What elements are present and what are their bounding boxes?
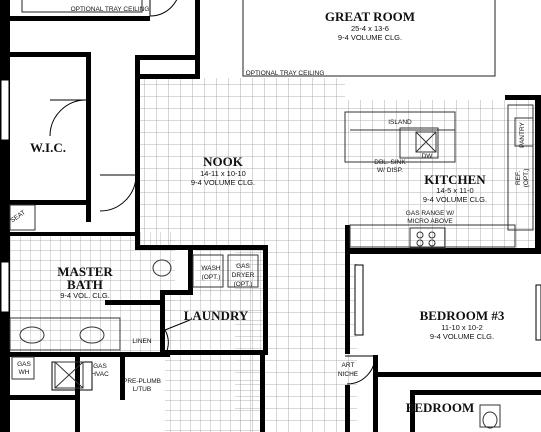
bedroom3-name: BEDROOM #3 [420,308,505,323]
laundry-name: LAUNDRY [184,308,249,323]
bedroom3-ceiling: 9-4 VOLUME CLG. [430,332,494,341]
windows [0,79,541,341]
kitchen-fixtures [344,104,534,249]
range-label-2: MICRO ABOVE [407,218,453,225]
tray-label-left: OPTIONAL TRAY CEILING [71,6,150,13]
island-label: ISLAND [388,119,412,126]
mech-boxes [54,131,437,389]
sink-label-1: DBL. SINK [374,159,406,166]
great-room-ceiling: 9-4 VOLUME CLG. [338,33,402,42]
gas-hvac-label-2: HVAC [91,371,109,378]
dw-label: DW [422,153,434,160]
gas-wh-label-2: WH [19,369,30,376]
art-niche-label-2: NICHE [338,371,359,378]
nook-dims: 14-11 x 10-10 [200,169,246,178]
tile-floor [10,78,535,432]
sink-label-2: W/ DISP. [377,167,403,174]
great-room-dims: 25-4 x 13-6 [351,24,389,33]
island [344,111,456,163]
bedroom3-dims: 11-10 x 10-2 [441,323,483,332]
preplumb-label-2: L/TUB [133,386,151,393]
kitchen-ceiling: 9-4 VOLUME CLG. [423,195,487,204]
gas-hvac-label-1: GAS [93,363,107,370]
tray-ceilings [21,0,496,77]
doors [49,0,376,391]
nook-ceiling: 9-4 VOLUME CLG. [191,178,255,187]
range-label-1: GAS RANGE W/ [406,210,455,217]
master-bath-name-2: BATH [67,277,103,292]
art-niche-label-1: ART [342,362,355,369]
refr-label-2: (OPT.) [523,169,530,188]
dryer-label-3: (OPT.) [234,281,253,288]
range [409,227,446,249]
wash-label-2: (OPT.) [202,274,221,281]
labels: OPTIONAL TRAY CEILING OPTIONAL TRAY CEIL… [9,6,530,415]
linen-label: LINEN [132,338,151,345]
wash-label-1: WASH [201,265,221,272]
kitchen-dims: 14-5 x 11-0 [436,186,473,195]
wic-name: W.I.C. [30,140,66,155]
great-room-name: GREAT ROOM [325,9,415,24]
bath-fixtures [9,204,501,429]
master-bath-ceiling: 9-4 VOL. CLG. [60,291,110,300]
kitchen-name: KITCHEN [424,172,486,187]
sink [399,127,439,159]
pantry-box [514,117,534,147]
gas-wh-label-1: GAS [17,361,31,368]
preplumb-label-1: PRE-PLUMB [123,378,161,385]
master-bath-name-1: MASTER [57,264,113,279]
bedroom2-name: BEDROOM [406,400,475,415]
refr-label-1: REF. [515,171,522,185]
pantry-label: PANTRY [519,121,526,147]
dryer-label-2: DRYER [232,272,255,279]
tray-label-great: OPTIONAL TRAY CEILING [246,70,325,77]
nook-name: NOOK [203,154,244,169]
dryer-label-1: GAS [236,263,250,270]
seat-label: SEAT [9,209,27,224]
